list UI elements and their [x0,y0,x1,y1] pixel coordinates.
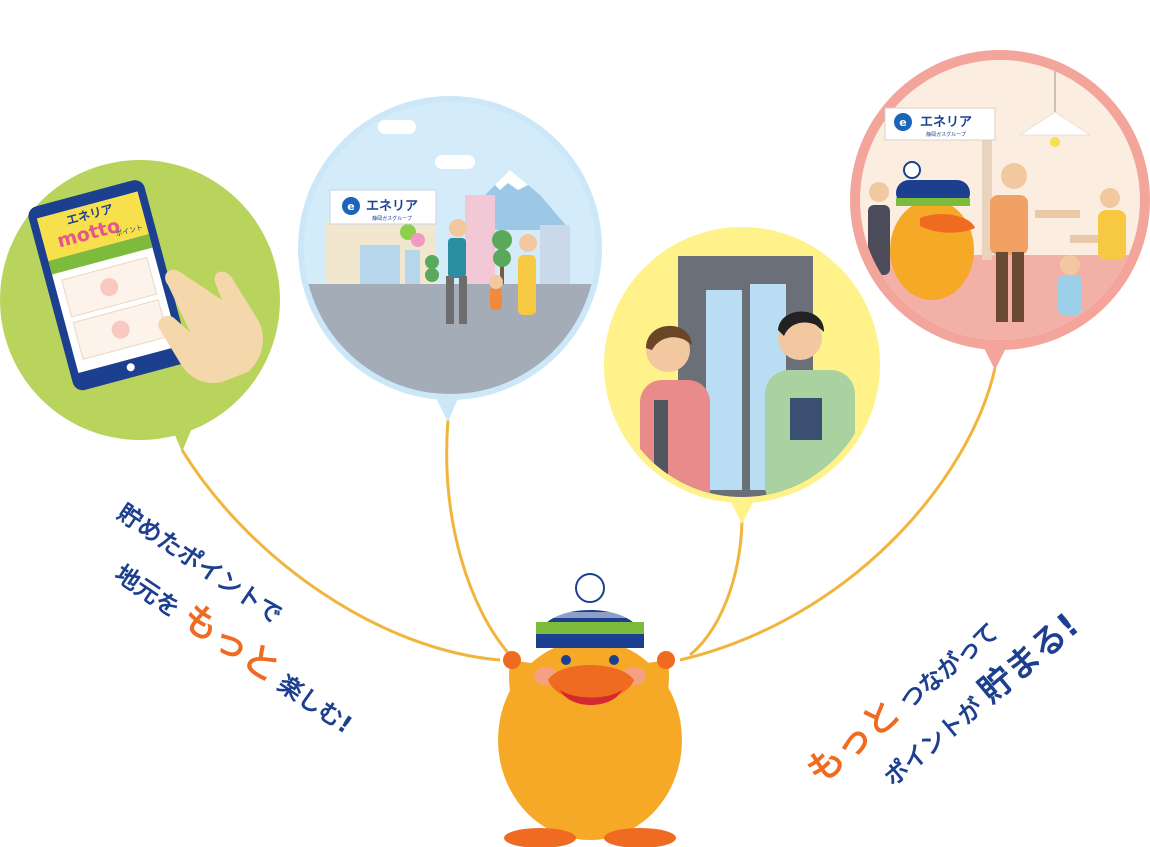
balloon-visit [604,227,880,524]
svg-text:e: e [899,116,906,129]
copy-right: もっと つながって ポイントが 貯まる! [799,605,1087,792]
copy-left: 貯めたポイントで 地元を もっと 楽しむ! [110,499,358,740]
home-sign: e エネリア 静岡ガスグループ [884,107,996,141]
store-sign: e エネリア 静岡ガスグループ [329,189,437,225]
pointing-hand-icon [158,269,263,384]
balloon-store: e エネリア 静岡ガスグループ [298,96,602,422]
copy-left-post: 楽しむ! [273,670,357,740]
store-sign-brand: エネリア [366,199,418,214]
store-sign-sub: 静岡ガスグループ [372,215,412,222]
svg-text:e: e [347,200,354,213]
balloon-home: e エネリア 静岡ガスグループ [850,50,1150,370]
family-illustration [400,219,537,324]
copy-left-pre: 地元を [110,560,185,623]
balloon-app: エネリア motto ポイント [0,160,280,452]
balloon-strings [180,367,997,662]
mascot-small [890,161,975,300]
home-family-illustration [868,163,1126,322]
home-sign-brand: エネリア [920,115,972,130]
mascot-duck [498,573,682,847]
home-sign-sub: 静岡ガスグループ [926,131,966,138]
